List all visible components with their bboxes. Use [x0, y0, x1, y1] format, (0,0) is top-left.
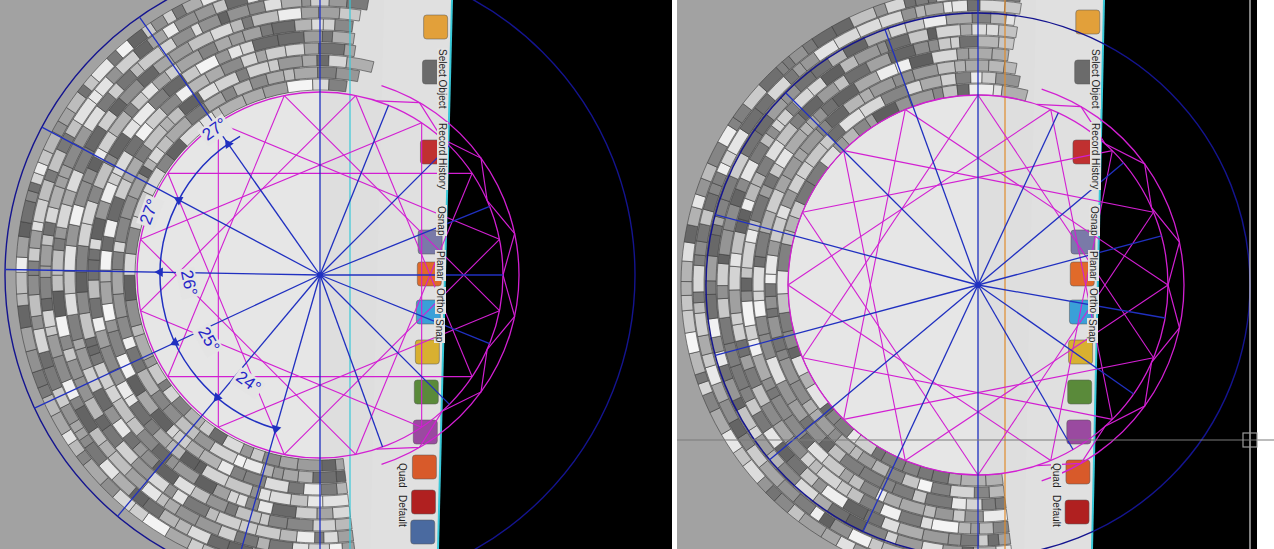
- toolbar-label: Snap: [434, 318, 445, 343]
- panel-gap: [672, 0, 677, 549]
- toolbar-label: Select Object: [437, 48, 448, 109]
- crosshair-line: [1249, 0, 1250, 549]
- toolbar-label: Quad: [1051, 462, 1062, 488]
- window-edge: [1257, 0, 1274, 549]
- toolbar-label: Quad: [397, 462, 408, 488]
- scan-panel: [0, 0, 672, 549]
- toolbar-label: Osnap: [436, 205, 447, 236]
- toolbar-label: Record History: [437, 122, 448, 190]
- angle-label: 27°: [136, 195, 164, 229]
- angle-label: 26°: [176, 267, 200, 300]
- toolbar-label: Planar: [1088, 250, 1099, 281]
- toolbar-label: Record History: [1090, 122, 1101, 190]
- toolbar-label: Osnap: [1089, 205, 1100, 236]
- toolbar-label: Default: [1051, 494, 1062, 528]
- toolbar-label: Ortho: [435, 287, 446, 314]
- angle-label: 25°: [192, 322, 223, 357]
- toolbar-label: Planar: [435, 250, 446, 281]
- cursor-box: [1243, 433, 1257, 447]
- toolbar-label: Default: [397, 494, 408, 528]
- crosshair-line: [672, 439, 1274, 440]
- scan-panel: [677, 0, 1257, 549]
- angle-label: 24°: [230, 367, 265, 399]
- angle-label: 27°: [197, 114, 232, 146]
- toolbar-label: Snap: [1087, 318, 1098, 343]
- toolbar-label: Ortho: [1088, 287, 1099, 314]
- toolbar-label: Select Object: [1090, 48, 1101, 109]
